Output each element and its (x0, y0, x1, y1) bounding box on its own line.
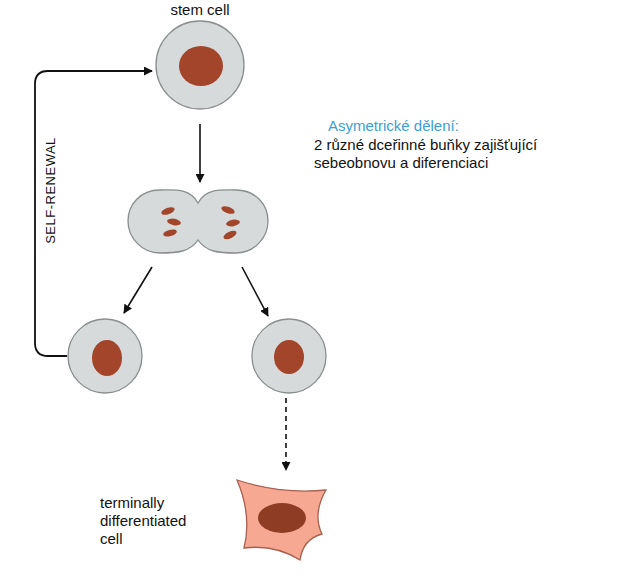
arrow (124, 267, 152, 313)
cell-label: terminally differentiated cell (100, 494, 212, 548)
arrow (199, 124, 201, 182)
differentiation-arrow (285, 398, 287, 470)
cell-outline (232, 476, 332, 562)
self-renewal-loop (35, 71, 152, 356)
daughter-cell (252, 319, 326, 393)
stem-cell: stem cell (155, 20, 245, 110)
note-text: 2 různé dceřinné buňky zajišťující sebeo… (314, 136, 586, 172)
heading-note: Asymetrické dělení: (328, 117, 459, 134)
dividing-cell (128, 190, 268, 253)
self-renewal-label: SELF-RENEWAL (43, 137, 58, 244)
daughter-cell (68, 319, 142, 393)
cell-label: stem cell (170, 1, 229, 19)
cell-outline (155, 20, 245, 110)
arrow (242, 267, 268, 316)
terminally-differentiated-cell: terminally differentiated cell (232, 476, 332, 562)
